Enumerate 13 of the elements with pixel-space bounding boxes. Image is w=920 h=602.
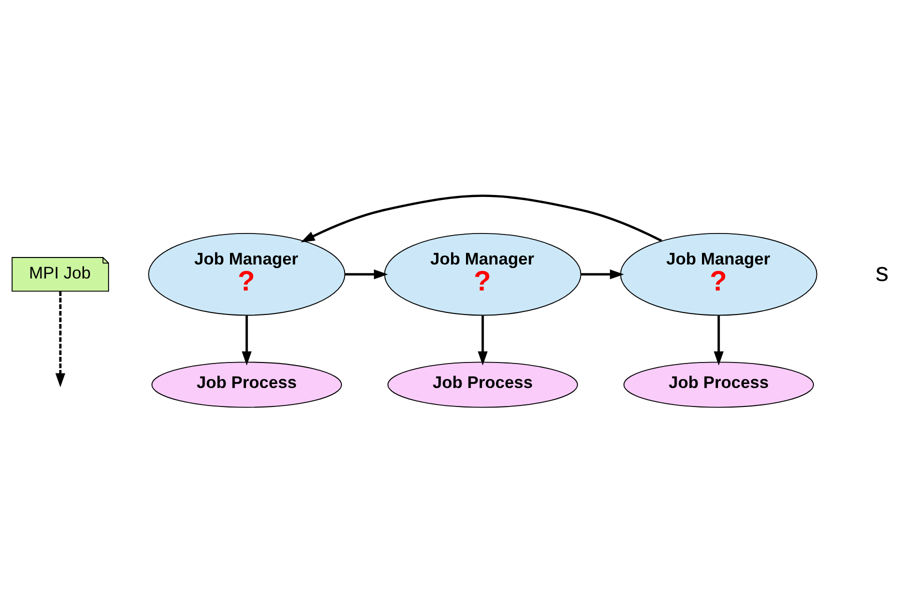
node-ellipse: Job Manager ?	[620, 232, 818, 316]
arrow	[344, 268, 388, 279]
node-ellipse: Job Process	[623, 361, 814, 408]
arrow	[714, 315, 724, 365]
node-ellipse: Job Process	[387, 361, 578, 408]
arrow	[580, 268, 624, 279]
node-ellipse: Job Manager ?	[384, 232, 582, 316]
arrow	[55, 290, 66, 387]
arrow	[300, 194, 662, 242]
label: s	[876, 256, 889, 286]
arrow	[478, 315, 488, 365]
arrow	[242, 315, 252, 365]
node-ellipse: Job Process	[151, 361, 342, 408]
